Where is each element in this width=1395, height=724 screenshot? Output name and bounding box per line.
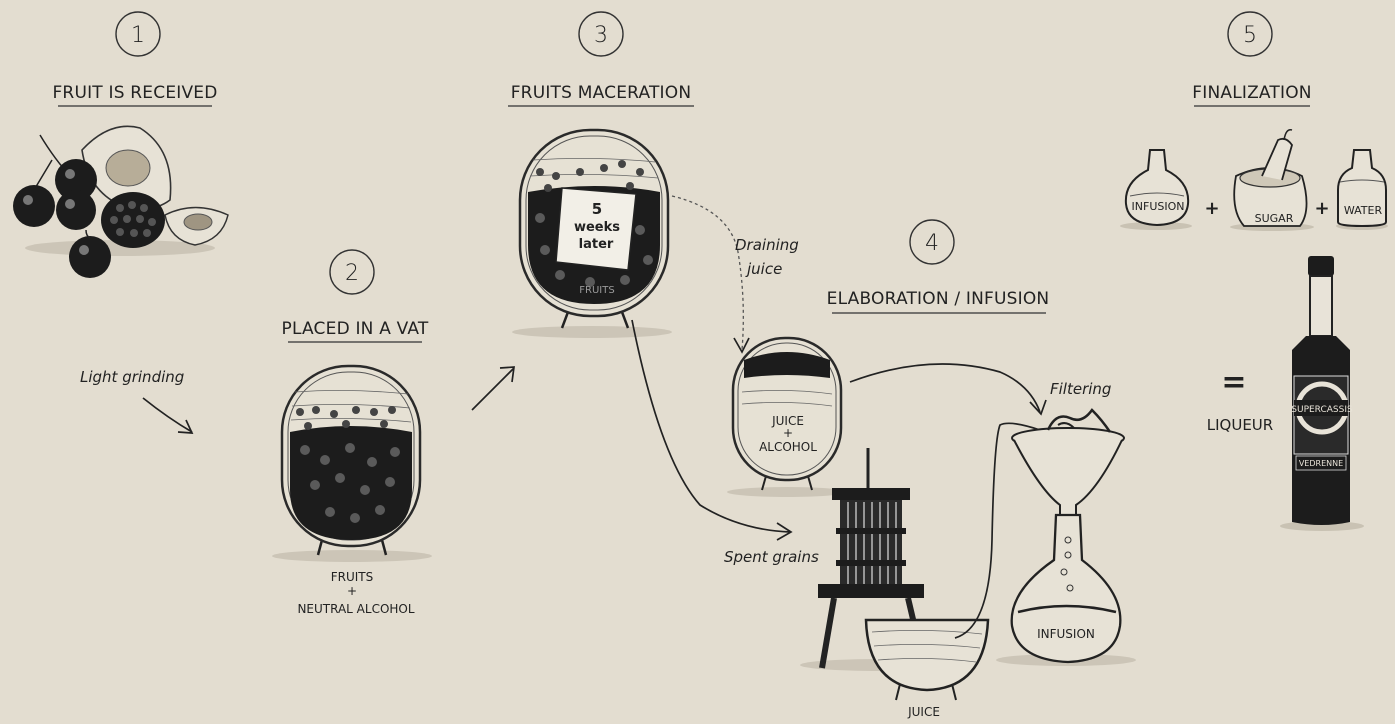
vat-2-label-line1: FRUITS [331,570,374,584]
note-filtering: Filtering [1050,380,1111,398]
vat-3-sticker-line2: weeks [574,220,620,235]
step-3: 3 FRUITS MACERATION [508,11,694,107]
note-draining-line1: Draining [735,236,799,254]
vat-3-sticker-line3: later [579,237,614,252]
step-2-title: PLACED IN A VAT [282,319,429,339]
vat-3-label: FRUITS [579,285,614,296]
note-draining-line2: juice [745,260,782,278]
note-light-grinding: Light grinding [80,368,184,386]
step-5-number: 5 [1243,23,1257,48]
vat-3-sticker [555,187,637,271]
arrow-juice-to-filter [954,422,1041,639]
ingredient-infusion: INFUSION [1132,200,1185,213]
infusion-flask: INFUSION [996,513,1136,666]
juice-basin: JUICE [864,618,990,719]
plus-sign-1: + [1204,198,1219,219]
step-3-number-circle [578,11,624,57]
liqueur-bottle: SUPERCASSIS VEDRENNE [1280,256,1364,531]
arrow-spent-grains [631,319,791,533]
filter-funnel [1011,408,1125,521]
step-2-number-circle [329,249,375,295]
step-5-title: FINALIZATION [1192,83,1311,103]
arrow-to-filter [849,363,1041,413]
equals-sign: = [1221,365,1246,400]
step-4-number: 4 [925,231,939,256]
vat-4: JUICE + ALCOHOL [727,336,847,497]
bottle-brand: SUPERCASSIS [1291,405,1353,415]
step-2: 2 PLACED IN A VAT [282,249,429,343]
juice-basin-label: JUICE [907,705,940,719]
ingredient-sugar: SUGAR [1255,212,1294,225]
step-5-number-circle [1227,11,1273,57]
vat-4-label-line2: + [783,426,793,440]
infusion-jar: INFUSION [1120,149,1192,230]
step-3-title: FRUITS MACERATION [511,83,692,103]
step-4: 4 ELABORATION / INFUSION [827,219,1050,314]
plus-sign-2: + [1314,198,1329,219]
vat-4-label-line3: ALCOHOL [759,440,817,454]
infusion-flask-label: INFUSION [1037,627,1095,641]
step-1: 1 FRUIT IS RECEIVED [52,11,217,107]
step-3-number: 3 [594,23,608,48]
arrow-grinding [142,397,193,433]
vat-4-label-line1: JUICE [771,414,804,428]
step-2-number: 2 [345,261,359,286]
vat-3: 5 weeks later FRUITS [512,128,672,338]
note-spent-grains: Spent grains [724,548,819,566]
step-4-number-circle [909,219,955,265]
result-label: LIQUEUR [1207,416,1273,434]
sugar-sack: SUGAR [1230,128,1314,231]
vat-2: FRUITS + NEUTRAL ALCOHOL [272,364,432,616]
vat-2-label-line2: + [347,584,357,598]
step-4-title: ELABORATION / INFUSION [827,289,1050,309]
bottle-maker: VEDRENNE [1299,459,1343,468]
fruit-illustration [13,125,229,278]
step-1-number: 1 [131,23,145,48]
ingredient-water: WATER [1344,204,1383,217]
arrow-vat2-to-vat3 [471,367,515,411]
vat-2-label-line3: NEUTRAL ALCOHOL [297,602,414,616]
step-5: 5 FINALIZATION [1192,11,1312,107]
arrow-draining-juice [671,195,744,351]
step-1-title: FRUIT IS RECEIVED [52,83,217,103]
step-1-number-circle [115,11,161,57]
vat-3-sticker-line1: 5 [592,200,602,218]
water-jar: WATER [1336,149,1388,230]
